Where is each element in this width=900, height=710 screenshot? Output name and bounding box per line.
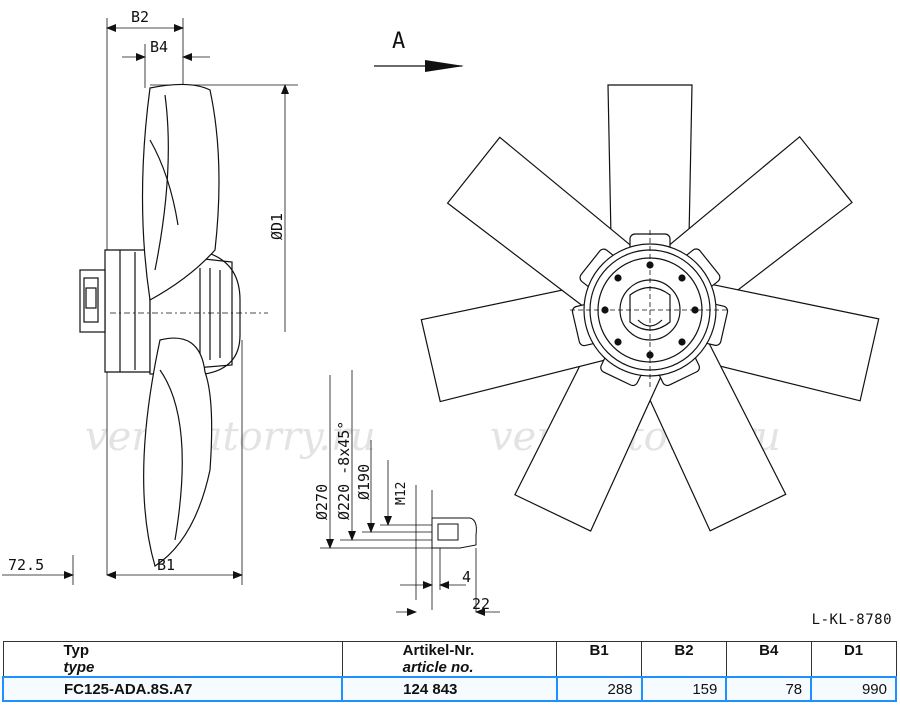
dim-d270-label: Ø270: [313, 484, 331, 520]
table-row[interactable]: FC125-ADA.8S.A7 124 843 288 159 78 990: [1, 676, 897, 702]
watermark-left: ventilatorry.ru: [85, 414, 376, 460]
header-b2: B2: [641, 641, 727, 678]
front-view: [420, 84, 880, 532]
spec-table: Typ type Artikel-Nr. article no. B1 B2 B…: [1, 641, 897, 702]
dim-d220-label: Ø220 -8x45°: [335, 421, 353, 520]
dim-b4-label: B4: [150, 38, 168, 56]
cell-type: FC125-ADA.8S.A7: [1, 676, 344, 702]
cell-b1: 288: [555, 676, 643, 702]
dim-m12-label: M12: [394, 482, 409, 505]
technical-drawing: ventilatorry.ru ventilatorry.ru: [2, 8, 880, 616]
header-b4: B4: [725, 641, 812, 678]
cell-b2: 159: [640, 676, 728, 702]
cell-d1: 990: [810, 676, 897, 702]
header-typ-en: type: [63, 659, 95, 676]
header-article-en: article no.: [402, 659, 474, 676]
table-header-row: Typ type Artikel-Nr. article no. B1 B2 B…: [2, 641, 897, 678]
flange-detail: [320, 370, 500, 616]
dim-4-label: 4: [462, 568, 471, 586]
view-arrow: [374, 60, 464, 72]
cell-article: 124 843: [341, 676, 558, 702]
dim-b2-label: B2: [131, 8, 149, 26]
dim-d190-label: Ø190: [355, 464, 373, 500]
header-b1: B1: [556, 641, 643, 678]
header-d1: D1: [810, 641, 897, 678]
header-article-de: Artikel-Nr.: [402, 642, 475, 659]
dim-offset-label: 72.5: [8, 556, 44, 574]
dim-d1-label: ØD1: [268, 213, 286, 240]
cell-b4: 78: [725, 676, 813, 702]
header-typ-de: Typ: [63, 642, 90, 659]
header-typ: Typ type: [2, 641, 343, 678]
drawing-reference: L-KL-8780: [811, 612, 892, 628]
side-view: [2, 18, 298, 585]
dim-22-label: 22: [472, 595, 490, 613]
view-label: A: [392, 29, 405, 54]
dim-b1-label: B1: [157, 556, 175, 574]
header-article: Artikel-Nr. article no.: [341, 641, 558, 678]
